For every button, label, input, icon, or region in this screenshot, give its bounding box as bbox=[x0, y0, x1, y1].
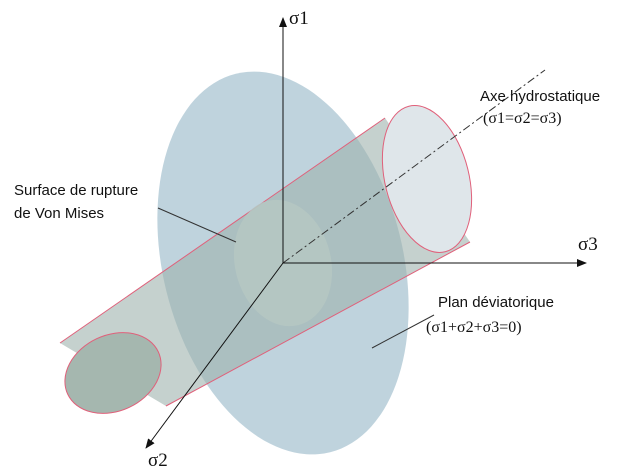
deviatoric-leader-line bbox=[371, 314, 435, 349]
cylinder-far-cap bbox=[381, 105, 473, 253]
deviatoric-plane-formula: (σ1+σ2+σ3=0) bbox=[426, 319, 522, 336]
sigma3-label: σ3 bbox=[578, 234, 598, 255]
cylinder-edge-top bbox=[59, 117, 386, 344]
hydrostatic-axis-formula: (σ1=σ2=σ3) bbox=[483, 110, 562, 127]
von-mises-leader-line bbox=[157, 207, 237, 243]
sigma1-label: σ1 bbox=[289, 8, 309, 29]
deviatoric-plane-label: Plan déviatorique bbox=[438, 294, 554, 311]
hydrostatic-axis-label: Axe hydrostatique bbox=[480, 88, 600, 105]
sigma2-axis-arrow bbox=[145, 262, 284, 449]
von-mises-label-line1: Surface de rupture bbox=[14, 182, 138, 199]
cylinder-edge-bottom bbox=[165, 241, 471, 407]
cylinder-near-cap bbox=[64, 332, 162, 414]
von-mises-label-line2: de Von Mises bbox=[14, 205, 104, 222]
hydrostatic-axis-line bbox=[282, 69, 546, 264]
sigma2-label: σ2 bbox=[148, 450, 168, 470]
